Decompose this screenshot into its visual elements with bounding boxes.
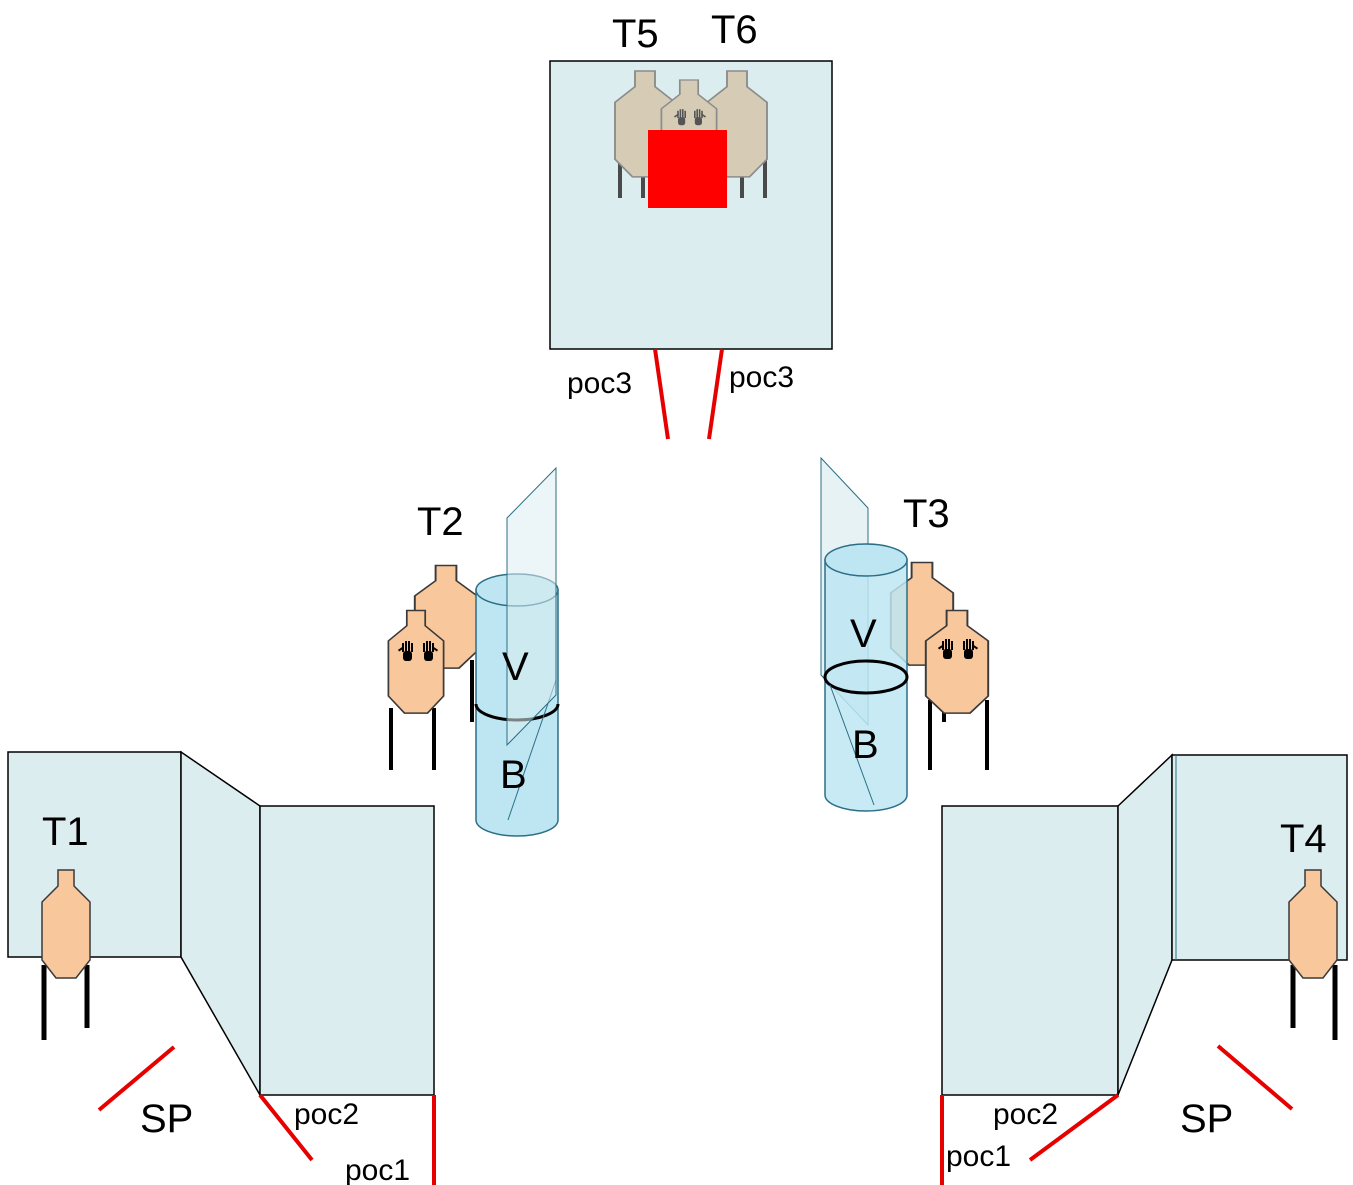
t2-legs <box>389 660 474 770</box>
label-sp-right: SP <box>1180 1097 1233 1141</box>
label-b-right: B <box>852 723 879 767</box>
label-t6: T6 <box>711 8 758 52</box>
vision-barrier-left <box>506 466 557 747</box>
no-shoot-box <box>648 130 727 208</box>
label-sp-left: SP <box>140 1097 193 1141</box>
label-poc3-left: poc3 <box>567 367 632 400</box>
start-position-line-right <box>1216 1044 1294 1111</box>
label-poc2-right: poc2 <box>993 1098 1058 1131</box>
fault-line-poc3-left <box>653 348 670 440</box>
left-bay: T1 SP poc2 poc1 <box>7 750 436 1185</box>
start-position-line-left <box>97 1045 176 1112</box>
label-v-left: V <box>502 645 529 689</box>
left-barrel-group: T2 V B <box>387 466 560 837</box>
label-poc1-left: poc1 <box>345 1154 410 1185</box>
left-bay-wall-angled <box>180 750 261 1098</box>
right-barrel-group: T3 V B <box>820 456 990 812</box>
left-bay-wall-back <box>7 751 182 958</box>
label-t4: T4 <box>1280 817 1327 861</box>
label-poc1-right: poc1 <box>946 1140 1011 1173</box>
label-t2: T2 <box>417 500 464 544</box>
fault-line-poc2-left <box>258 1093 314 1162</box>
label-t1: T1 <box>42 810 89 854</box>
label-v-right: V <box>850 612 877 656</box>
label-t3: T3 <box>903 492 950 536</box>
fault-line-poc3-right <box>707 348 724 440</box>
top-bay: T5 T6 poc3 poc3 <box>549 8 833 440</box>
fault-line-poc2-right <box>1028 1093 1120 1162</box>
barrel-icon <box>823 543 909 812</box>
left-bay-wall-front <box>259 805 435 1096</box>
label-poc2-left: poc2 <box>294 1098 359 1131</box>
label-t5: T5 <box>612 12 659 56</box>
right-bay-wall-front <box>941 805 1119 1096</box>
t1-legs <box>41 965 90 1040</box>
label-b-left: B <box>500 753 527 797</box>
right-bay: T4 SP poc2 poc1 <box>940 753 1348 1185</box>
label-poc3-right: poc3 <box>729 361 794 394</box>
right-bay-wall-angled <box>1117 753 1173 1096</box>
t4-legs <box>1290 965 1338 1040</box>
